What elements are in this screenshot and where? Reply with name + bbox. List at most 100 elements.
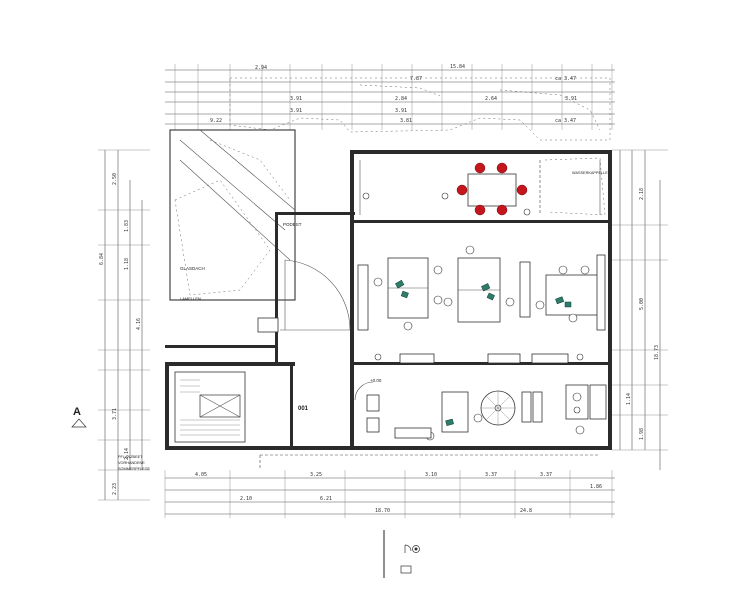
wc-room [589, 384, 607, 420]
sideboard [394, 427, 432, 439]
lower-office: +0.00 [366, 378, 607, 441]
person-figure-icon [555, 296, 572, 308]
stair-core: 001 LAMELLEN [174, 296, 309, 443]
shaft [257, 317, 279, 333]
conference-chair [496, 162, 508, 174]
lamellen-label: LAMELLEN [180, 296, 201, 301]
scale-top-dim: ca 3.47 [555, 76, 576, 82]
dim-top-2: 2.94 [255, 65, 267, 71]
plant-symbol [441, 192, 449, 200]
toilet-icon [572, 392, 582, 402]
dim-bottom-2: 3.25 [310, 472, 322, 478]
dim-top-5: 2.64 [485, 96, 497, 102]
overall-bottom-dim-2: 24.8 [520, 508, 532, 514]
dim-left-5: 4.16 [136, 318, 142, 330]
bench [531, 353, 569, 364]
dim-bottom-7: 6.21 [320, 496, 332, 502]
room-code-001: 001 [298, 406, 309, 412]
dim-top-1: 7.87 [410, 76, 422, 82]
conference-chair [474, 204, 486, 216]
lounge-chair [366, 394, 380, 412]
dim-bottom-3: 3.10 [425, 472, 437, 478]
shelf-unit [596, 254, 606, 331]
window-bench [357, 264, 369, 331]
section-marker-a: A [71, 406, 87, 428]
office-chair [373, 277, 383, 287]
open-office [357, 245, 606, 364]
dim-bottom-8: 2.10 [240, 496, 252, 502]
outer-walls [165, 150, 612, 450]
stair-block [174, 371, 246, 443]
conference-table [467, 173, 517, 207]
dim-right-total: 18.73 [654, 345, 660, 360]
conference-chair [474, 162, 486, 174]
bottom-dimension-chains: 4.05 3.25 3.10 3.37 3.37 1.86 6.21 2.10 … [164, 470, 615, 518]
lounge-chair [366, 417, 380, 433]
wasserkappelle-label: WASSERKAPPELLE [572, 171, 608, 175]
pflanzbeet-note: PFLANZBEET VORHANDENE SOMMERPFLEGE [118, 455, 151, 471]
office-chair [433, 265, 443, 275]
glasdach-label: GLASDACH [180, 266, 205, 271]
shelf-unit [521, 391, 532, 423]
dim-right-2: 5.00 [639, 298, 645, 310]
overall-bottom-dim: 18.70 [375, 508, 390, 514]
dim-left-6: 3.71 [112, 408, 118, 420]
office-chair [433, 295, 443, 305]
section-marker-label: A [73, 406, 81, 418]
dim-top-9: 9.22 [210, 118, 222, 124]
shelf-unit [532, 391, 543, 423]
left-dimension-chains: 6.84 2.50 1.83 1.18 4.16 3.71 2.14 2.23 [98, 149, 150, 501]
conference-chair [456, 184, 468, 196]
right-dimension-chains: 2.18 5.00 18.73 1.14 1.98 [612, 149, 668, 470]
dim-top-7: 3.91 [290, 108, 302, 114]
shelf-unit [519, 261, 531, 318]
office-chair [473, 413, 483, 423]
dim-bottom-5: 3.37 [540, 472, 552, 478]
top-dimension-chains: 15.84 7.87 2.94 ca 3.47 3.91 2.84 2.64 3… [165, 64, 615, 130]
bench [399, 353, 435, 364]
dim-bottom-4: 3.37 [485, 472, 497, 478]
wc-room [565, 384, 589, 420]
section-arrow-icon [71, 418, 87, 428]
podest-label: PODEST [283, 222, 302, 227]
dim-top-6: 3.91 [565, 96, 577, 102]
door-swing-icon [404, 544, 420, 553]
outlet-icon [400, 565, 412, 574]
office-chair [443, 297, 453, 307]
conference-room: WASSERKAPPELLE [359, 157, 608, 216]
bench [487, 353, 521, 364]
dim-top-4: 2.84 [395, 96, 407, 102]
desk-cluster-3 [545, 274, 599, 316]
scale-top-dim-2: ca 3.47 [555, 118, 576, 124]
office-chair [568, 313, 578, 323]
office-chair [558, 265, 568, 275]
office-chair [403, 321, 413, 331]
dim-right-1: 2.18 [639, 188, 645, 200]
pflanzbeet-sub2: SOMMERPFLEGE [118, 467, 151, 471]
office-chair [465, 245, 475, 255]
dim-left-4: 1.18 [124, 258, 130, 270]
pflanzbeet-label: PFLANZBEET [118, 455, 143, 459]
office-chair [535, 300, 545, 310]
overall-width-dim: 15.84 [450, 64, 465, 70]
level-mark: +0.00 [370, 378, 382, 383]
person-figure-icon [445, 418, 454, 426]
plant-symbol [576, 353, 584, 361]
pflanzbeet-sub1: VORHANDENE [118, 461, 145, 465]
plant-symbol [523, 208, 531, 216]
dim-bottom-1: 4.05 [195, 472, 207, 478]
dim-left-7: 2.14 [124, 448, 130, 460]
dim-top-3: 3.91 [290, 96, 302, 102]
dim-left-8: 2.23 [112, 483, 118, 495]
spiral-stair [480, 390, 516, 426]
sink-symbol [362, 192, 370, 200]
basin-icon [573, 406, 581, 414]
office-chair [505, 297, 515, 307]
person-figure-icon [481, 283, 495, 301]
dim-left-3: 1.83 [124, 220, 130, 232]
door-swings: PODEST [280, 222, 374, 401]
plant-symbol [575, 425, 585, 435]
person-figure-icon [395, 279, 409, 299]
dim-right-3: 1.14 [626, 393, 632, 405]
legend [383, 530, 420, 578]
